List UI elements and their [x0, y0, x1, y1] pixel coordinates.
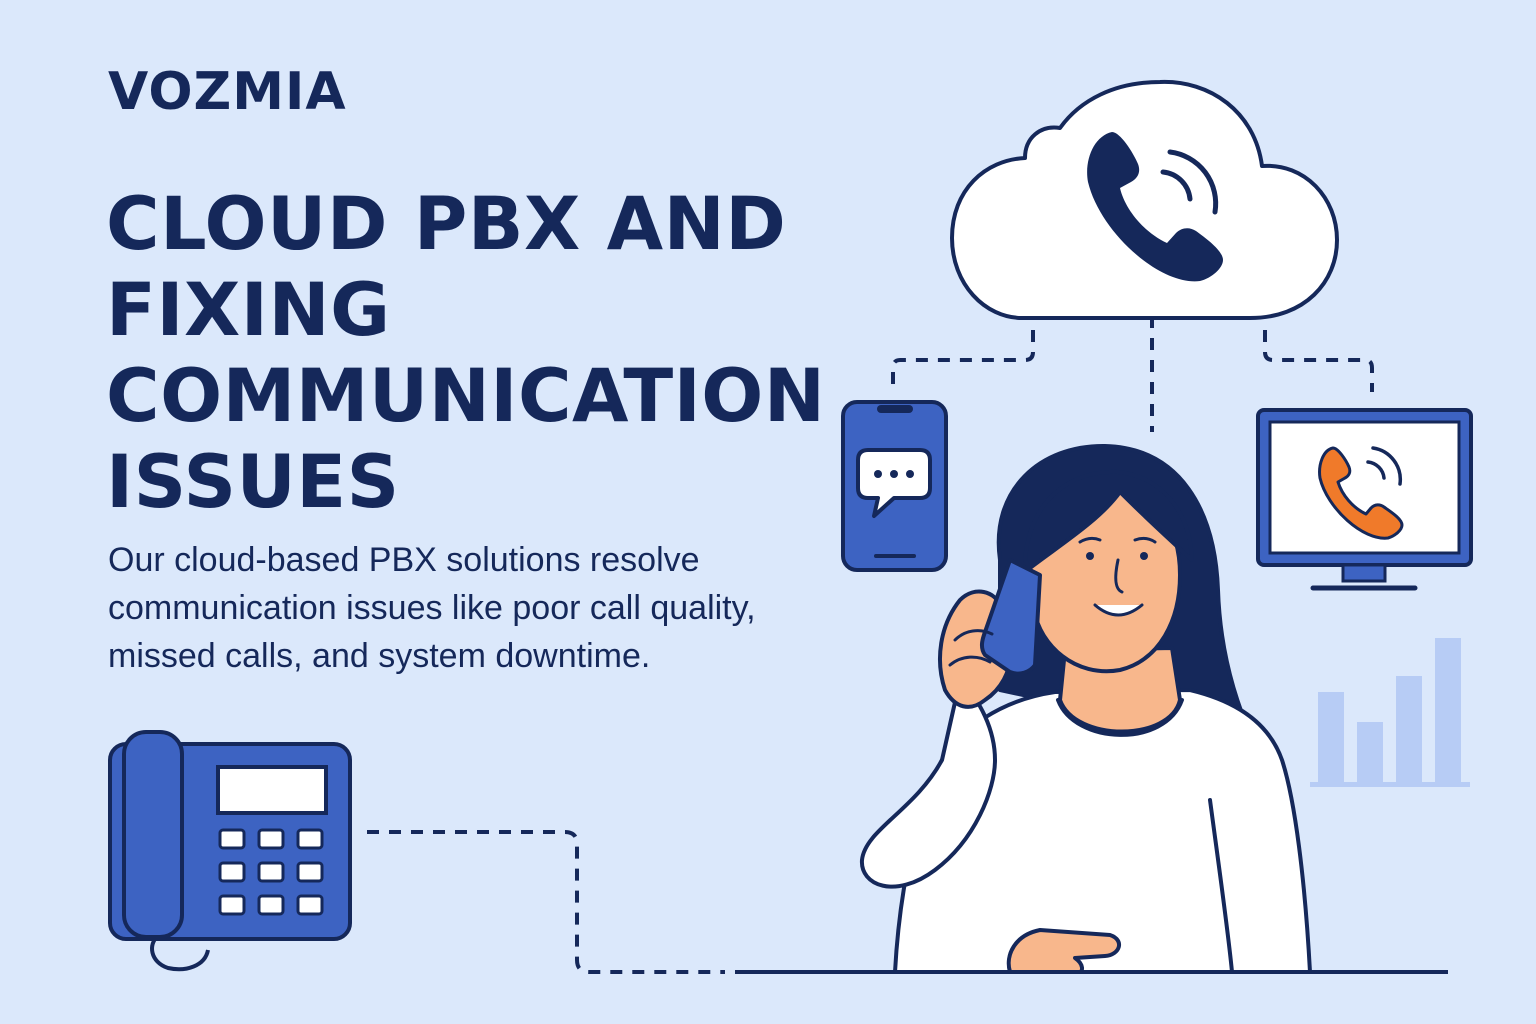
description-text: Our cloud-based PBX solutions resolve co… [108, 541, 756, 675]
phone-handset-icon [1087, 132, 1223, 282]
monitor-call-icon [1318, 446, 1404, 540]
cloud-icon [950, 79, 1339, 320]
title-line: ISSUES [106, 440, 400, 525]
title-line: FIXING [106, 268, 391, 353]
connection-lines [367, 316, 1374, 974]
monitor-icon [1256, 408, 1473, 591]
resting-hand [1006, 928, 1121, 974]
bar-chart-icon [1310, 638, 1470, 787]
raised-arm [859, 678, 997, 889]
title-line: COMMUNICATION [106, 354, 826, 439]
hair-fringe [1023, 469, 1194, 570]
chat-bubble-icon [856, 448, 932, 518]
desk-phone-icon [108, 730, 352, 972]
brand-logo: VOZMIA [108, 62, 347, 122]
held-phone [980, 558, 1042, 676]
connector-deskphone [367, 830, 725, 974]
page-title: CLOUD PBX AND FIXING COMMUNICATION ISSUE… [106, 182, 826, 526]
connector-phone [891, 330, 1035, 394]
woman-figure [859, 443, 1312, 974]
title-line: CLOUD PBX AND [106, 182, 787, 267]
connector-monitor [1263, 330, 1374, 392]
